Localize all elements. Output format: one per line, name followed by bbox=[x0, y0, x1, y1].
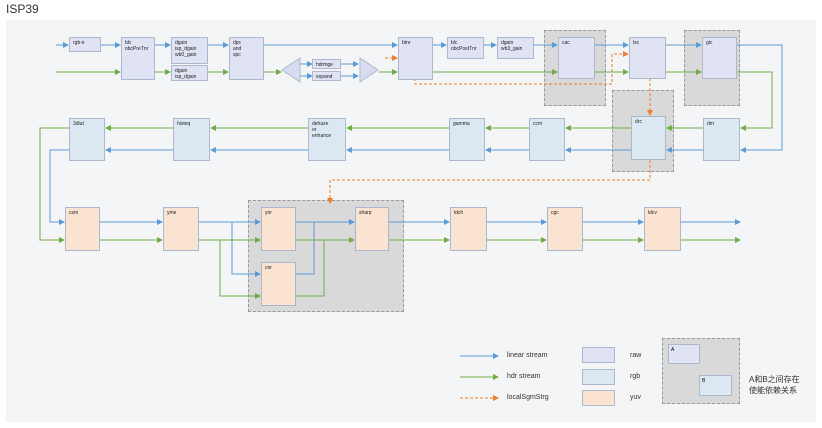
block-3dlut: 3dlut bbox=[69, 118, 105, 161]
legend-raw-label: raw bbox=[630, 352, 642, 359]
block-cgc: cgc bbox=[547, 207, 583, 251]
legend-raw-swatch bbox=[582, 347, 615, 363]
block-btnr: btnr bbox=[398, 37, 433, 80]
block-ldch: ldch bbox=[450, 207, 487, 251]
legend-block-b: B bbox=[699, 375, 732, 396]
block-ynr: ynr bbox=[261, 207, 296, 251]
block-lsc: lsc bbox=[629, 37, 666, 79]
diagram-title: ISP39 bbox=[6, 2, 39, 16]
legend-rgb-swatch bbox=[582, 369, 615, 385]
legend-yuv-swatch bbox=[582, 390, 615, 406]
block-drc: drc bbox=[631, 116, 666, 160]
block-cac: cac bbox=[558, 37, 595, 79]
block-hdrmge: hdrmge bbox=[312, 59, 341, 69]
block-histeq: histeq bbox=[173, 118, 210, 161]
block-sharp: sharp bbox=[355, 207, 389, 251]
legend-hdr-label: hdr stream bbox=[507, 373, 541, 380]
legend-yuv-label: yuv bbox=[630, 394, 641, 401]
block-expand: expand bbox=[312, 71, 341, 81]
legend-local-label: localSgmStrg bbox=[507, 394, 549, 401]
block-gic: gic bbox=[702, 37, 737, 79]
block-csm: csm bbox=[65, 207, 100, 251]
block-ldcv: ldcv bbox=[644, 207, 681, 251]
block-gamma: gamma bbox=[449, 118, 485, 161]
block-cnr: cnr bbox=[261, 262, 296, 306]
block-rgbir: rgb-ir bbox=[69, 37, 101, 52]
block-ccm: ccm bbox=[529, 118, 565, 161]
legend-block-a: A bbox=[668, 344, 700, 364]
legend-dependency-label: A和B之间存在使能依赖关系 bbox=[749, 375, 800, 395]
legend-rgb-label: rgb bbox=[630, 373, 641, 380]
legend-linear-label: linear stream bbox=[507, 352, 548, 359]
block-dm: dm bbox=[703, 118, 740, 161]
block-yme: yme bbox=[163, 207, 199, 251]
